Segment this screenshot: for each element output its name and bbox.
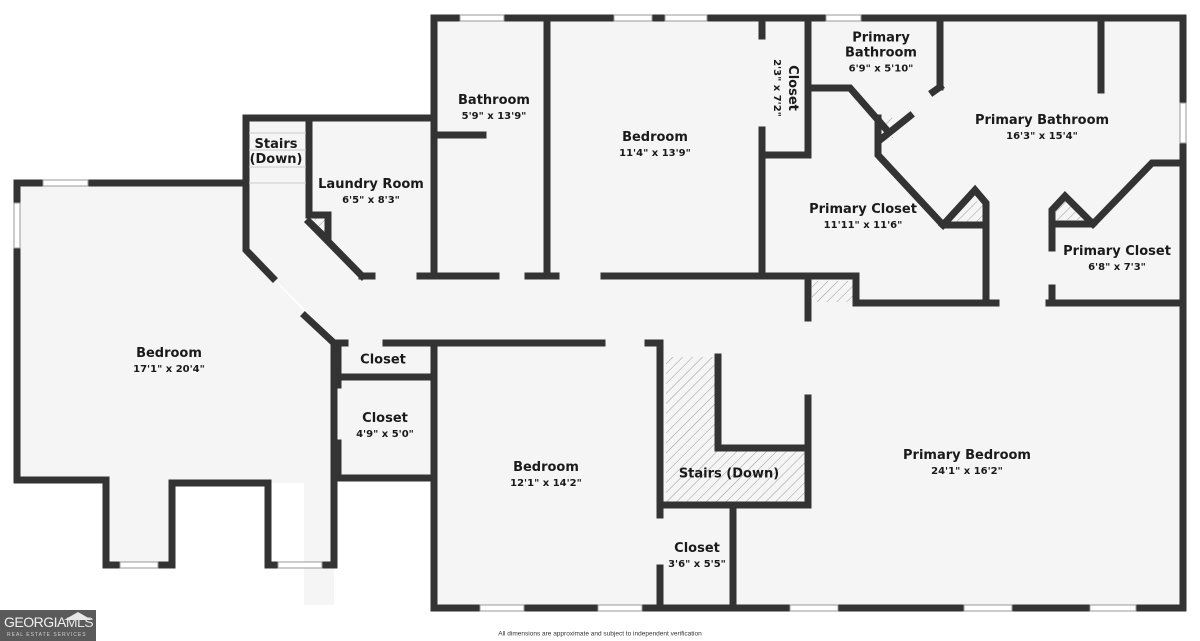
room-name-line2: (Down) <box>249 152 303 167</box>
room-dimensions: 16'3" x 15'4" <box>1006 130 1078 142</box>
logo-brand-accent: MLS <box>65 614 94 630</box>
room-closet-hall: Closet <box>360 352 406 369</box>
room-primary-bathroom-small: Primary Bathroom 6'9" x 5'10" <box>845 30 917 75</box>
room-name: Closet <box>362 410 408 426</box>
room-dimensions: 6'8" x 7'3" <box>1088 261 1146 273</box>
windows <box>13 14 1187 612</box>
room-name-line2: Bathroom <box>845 45 917 61</box>
room-primary-closet-small: Primary Closet 6'8" x 7'3" <box>1063 243 1171 273</box>
roof-icon <box>64 612 92 620</box>
logo-wordmark: GEORGIAMLS <box>4 614 94 630</box>
room-closet-south: Closet 3'6" x 5'5" <box>668 540 726 570</box>
room-dimensions: 6'5" x 8'3" <box>342 194 400 206</box>
room-bedroom-west: Bedroom 17'1" x 20'4" <box>133 345 205 375</box>
room-dimensions: 4'9" x 5'0" <box>356 428 414 440</box>
room-name: Closet <box>674 540 720 556</box>
room-bathroom: Bathroom 5'9" x 13'9" <box>458 92 530 122</box>
room-name: Primary Bedroom <box>903 447 1031 463</box>
room-name: Bathroom <box>458 92 530 108</box>
room-primary-closet-large: Primary Closet 11'11" x 11'6" <box>809 201 917 231</box>
disclaimer-text: All dimensions are approximate and subje… <box>498 630 702 638</box>
logo-tagline: REAL ESTATE SERVICES <box>7 632 87 638</box>
room-name: Primary Bathroom <box>974 112 1110 128</box>
room-name: Primary Closet <box>1063 243 1171 259</box>
georgia-mls-logo: GEORGIAMLS REAL ESTATE SERVICES <box>0 610 96 641</box>
room-dimensions: 12'1" x 14'2" <box>510 477 582 489</box>
room-primary-bathroom: Primary Bathroom 16'3" x 15'4" <box>974 112 1110 142</box>
room-name: Stairs (Down) <box>678 466 780 482</box>
room-dimensions: 2'3" x 7'2" <box>771 59 783 117</box>
room-dimensions: 17'1" x 20'4" <box>133 363 205 375</box>
room-closet-west: Closet 4'9" x 5'0" <box>356 410 414 440</box>
room-name: Primary Closet <box>809 201 917 217</box>
room-name: Closet <box>785 65 801 111</box>
room-bedroom-south: Bedroom 12'1" x 14'2" <box>510 459 582 489</box>
room-dimensions: 5'9" x 13'9" <box>461 110 527 122</box>
room-dimensions: 11'11" x 11'6" <box>823 219 903 231</box>
room-dimensions: 24'1" x 16'2" <box>931 465 1003 477</box>
floor-areas <box>17 18 1183 608</box>
room-primary-bedroom: Primary Bedroom 24'1" x 16'2" <box>903 447 1031 477</box>
room-name: Bedroom <box>513 459 579 475</box>
logo-brand-main: GEORGIA <box>4 614 66 630</box>
room-name-line1: Stairs <box>254 137 298 153</box>
room-name: Bedroom <box>136 345 202 361</box>
room-dimensions: 11'4" x 13'9" <box>619 147 691 159</box>
room-laundry: Laundry Room 6'5" x 8'3" <box>318 176 424 206</box>
room-stairs-south: Stairs (Down) <box>678 466 780 483</box>
room-bedroom-north: Bedroom 11'4" x 13'9" <box>619 129 691 159</box>
room-closet-north: Closet 2'3" x 7'2" <box>771 59 801 117</box>
room-dimensions: 3'6" x 5'5" <box>668 558 726 570</box>
room-stairs-north: Stairs (Down) <box>249 137 303 168</box>
room-name: Closet <box>360 352 406 368</box>
room-name: Bedroom <box>622 129 688 145</box>
room-name: Laundry Room <box>318 176 424 192</box>
room-dimensions: 6'9" x 5'10" <box>848 63 914 75</box>
room-name-line1: Primary <box>852 30 910 46</box>
